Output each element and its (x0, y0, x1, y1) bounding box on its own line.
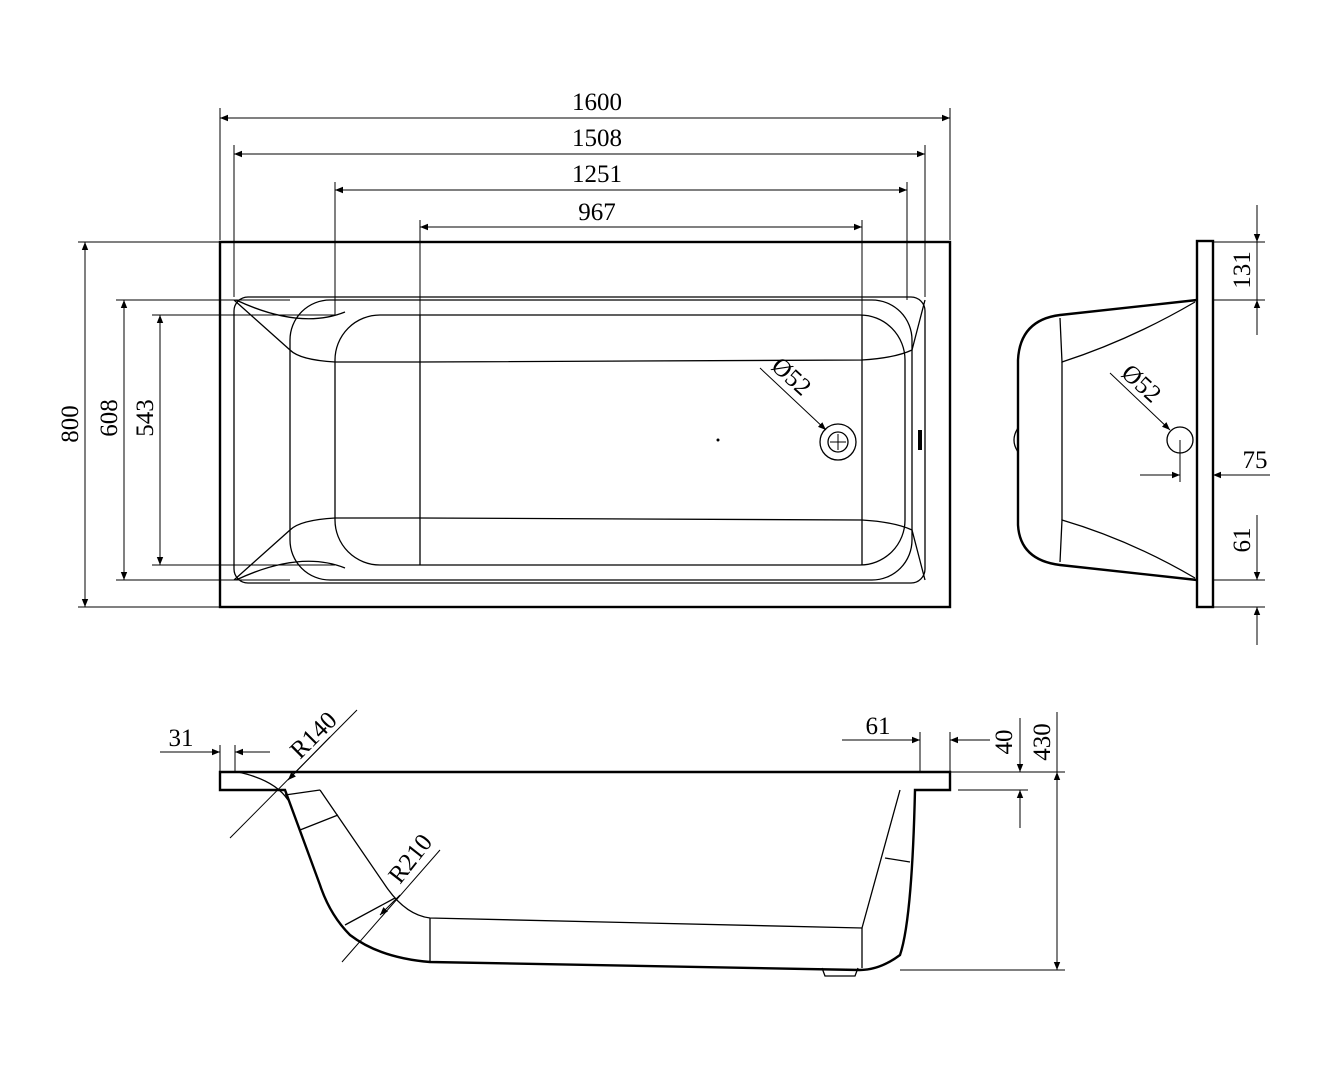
end-view: Ø52 131 75 61 (1013, 205, 1270, 645)
dim-rim-height: 40 (991, 730, 1018, 755)
dim-radius-upper: R140 (285, 707, 342, 764)
dim-drain-offset: 75 (1243, 447, 1268, 474)
dim-total-height: 430 (1029, 723, 1056, 761)
dim-width-rim: 608 (96, 399, 123, 437)
dim-length-bottom: 967 (578, 199, 616, 226)
dim-length-rim: 1508 (572, 125, 622, 152)
dim-end-drain-diameter: Ø52 (1116, 359, 1166, 408)
drain-icon (819, 423, 857, 461)
dim-rim-left: 31 (169, 725, 194, 752)
dim-width-overall: 800 (57, 405, 84, 443)
inner-rim (233, 296, 926, 584)
dim-flange-top: 131 (1229, 251, 1256, 289)
flange (1195, 239, 1215, 609)
dim-length-overall: 1600 (572, 89, 622, 116)
outer-rim (218, 240, 952, 609)
dim-flange-bottom: 61 (1229, 528, 1256, 553)
dim-radius-lower: R210 (383, 829, 438, 888)
dim-rim-right: 61 (866, 713, 891, 740)
top-view: 1600 1508 1251 967 800 608 543 Ø52 (57, 89, 952, 609)
dim-width-basin: 543 (132, 399, 159, 437)
section-view: 31 R140 R210 61 40 430 (160, 707, 1065, 977)
dim-length-basin: 1251 (572, 161, 622, 188)
